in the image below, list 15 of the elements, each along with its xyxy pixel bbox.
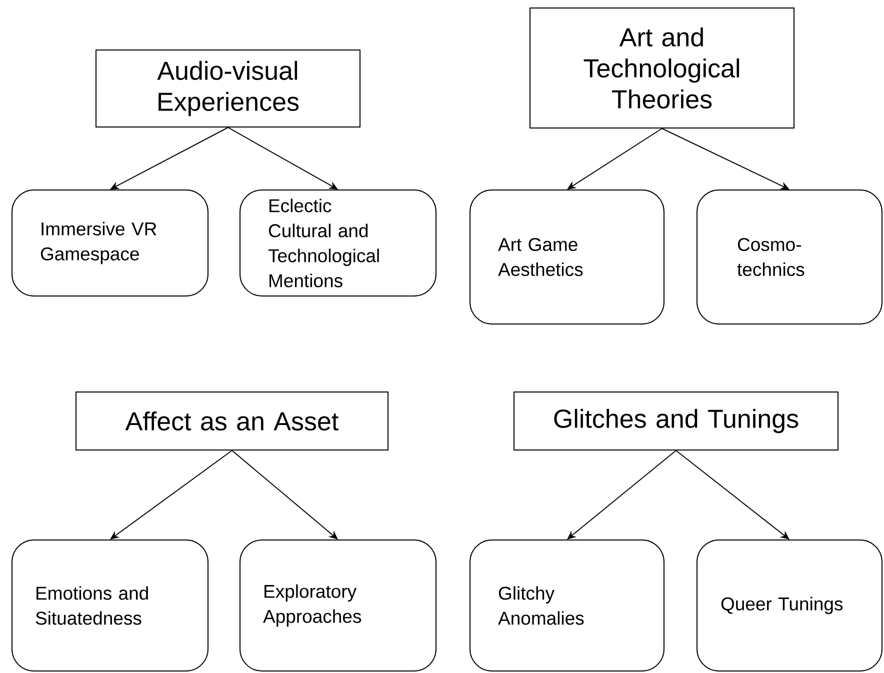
- arrow: [567, 450, 676, 540]
- arrow: [232, 450, 338, 540]
- subtopic-box: Eclectic Cultural and Technological Mentions: [240, 190, 436, 296]
- subtopic-box: Glitchy Anomalies: [470, 540, 664, 672]
- subtopic-box: Emotions and Situatedness: [12, 540, 208, 672]
- topic-box: Audio-visual Experiences: [96, 50, 360, 128]
- subtopic-box: Immersive VR Gamespace: [12, 190, 208, 296]
- subtopic-box: Exploratory Approaches: [240, 540, 436, 672]
- subtopic-box: Art Game Aesthetics: [470, 190, 664, 324]
- topic-box: Affect as an Asset: [76, 392, 388, 450]
- topic-box: Glitches and Tunings: [514, 392, 838, 450]
- topic-box: Art and Technological Theories: [530, 8, 794, 128]
- arrow: [676, 450, 790, 540]
- subtopic-box: Cosmo-technics: [696, 190, 882, 324]
- subtopic-box: Queer Tunings: [696, 540, 882, 672]
